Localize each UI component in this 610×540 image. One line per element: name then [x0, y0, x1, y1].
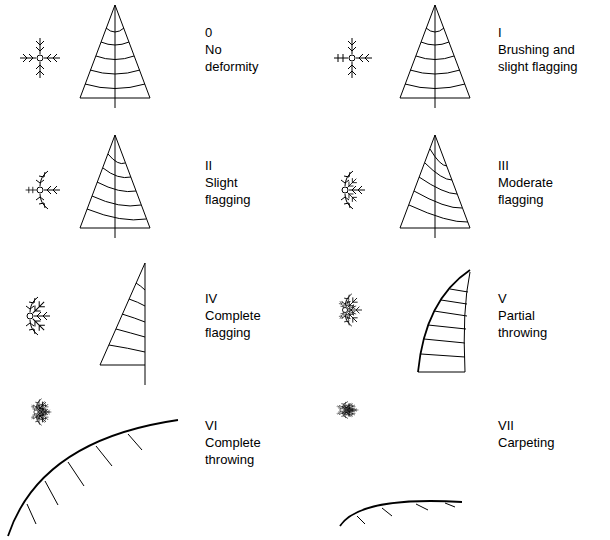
label-slot: Brushing and slight flagging: [498, 41, 596, 75]
class-numeral: V: [498, 290, 507, 307]
label-slot: V: [498, 290, 507, 307]
symbol-0: [20, 38, 60, 78]
class-numeral: III: [498, 157, 509, 174]
label-slot: II: [205, 157, 212, 174]
class-description: Brushing and slight flagging: [498, 41, 596, 75]
label-slot: Carpeting: [498, 434, 554, 451]
class-description: Moderate flagging: [498, 174, 553, 208]
class-numeral: II: [205, 157, 212, 174]
symbol-3: [341, 171, 365, 209]
class-description: Complete flagging: [205, 307, 261, 341]
label-slot: Moderate flagging: [498, 174, 553, 208]
label-slot: VI: [205, 417, 217, 434]
class-description: Complete throwing: [205, 434, 261, 468]
tree-2: [80, 135, 150, 238]
tree-7: [340, 501, 462, 526]
label-slot: IV: [205, 290, 217, 307]
class-description: No deformity: [205, 41, 258, 75]
symbol-2: [26, 171, 60, 209]
tree-1: [400, 5, 470, 108]
symbol-6: [30, 399, 51, 426]
label-slot: 0: [205, 24, 212, 41]
label-slot: I: [498, 24, 502, 41]
class-description: Slight flagging: [205, 174, 251, 208]
class-description: Carpeting: [498, 434, 554, 451]
class-numeral: IV: [205, 290, 217, 307]
symbol-4: [26, 297, 50, 335]
class-numeral: VII: [498, 417, 514, 434]
label-slot: Complete throwing: [205, 434, 261, 468]
symbol-7: [336, 401, 359, 418]
class-numeral: 0: [205, 24, 212, 41]
class-description: Partial throwing: [498, 307, 547, 341]
class-numeral: VI: [205, 417, 217, 434]
symbol-1: [334, 38, 372, 78]
label-slot: VII: [498, 417, 514, 434]
class-numeral: I: [498, 24, 502, 41]
tree-6: [8, 420, 178, 536]
label-slot: Slight flagging: [205, 174, 251, 208]
label-slot: Partial throwing: [498, 307, 547, 341]
tree-3: [400, 135, 470, 238]
tree-4: [100, 263, 145, 385]
tree-5: [418, 270, 470, 372]
label-slot: Complete flagging: [205, 307, 261, 341]
tree-0: [80, 5, 150, 108]
label-slot: III: [498, 157, 509, 174]
symbol-5: [338, 294, 362, 326]
label-slot: No deformity: [205, 41, 258, 75]
